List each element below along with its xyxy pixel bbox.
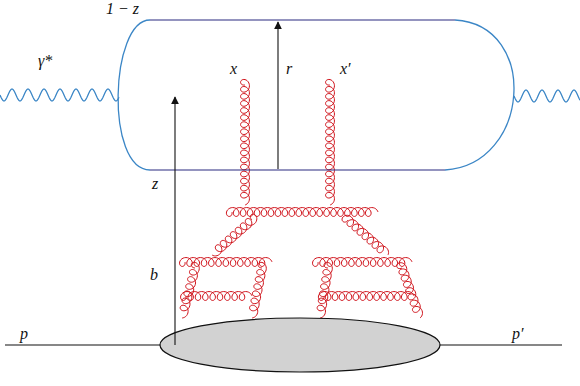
momentum-fraction: z	[152, 175, 158, 193]
gluon-line	[317, 262, 332, 318]
dipole-size-arrow	[277, 22, 278, 169]
proton-label: p	[20, 325, 28, 343]
quark-line	[150, 169, 445, 170]
photon-line	[0, 89, 119, 101]
proton-label: p′	[512, 325, 524, 343]
impact-parameter: b	[150, 266, 158, 284]
gluon-position: x′	[340, 60, 351, 78]
proton-blob	[160, 318, 440, 372]
gluon-line	[181, 292, 252, 301]
impact-parameter-arrow	[174, 97, 175, 345]
gluon-line	[342, 215, 389, 255]
gluon-line	[226, 208, 378, 217]
gluon-position: x	[230, 60, 237, 78]
quark-line	[150, 19, 455, 20]
photon-line	[514, 90, 580, 102]
gluon-line	[326, 79, 335, 205]
photon-symbol: γ*	[38, 52, 52, 70]
momentum-fraction: 1 − z	[106, 0, 139, 18]
gluon-line	[180, 262, 199, 318]
gluon-line	[241, 79, 250, 205]
proton-line	[5, 344, 162, 345]
gluon-line	[250, 262, 267, 318]
gluon-line	[318, 292, 414, 301]
gluon-line	[212, 214, 257, 256]
gluon-line	[397, 263, 423, 318]
dipole-size: r	[286, 60, 292, 78]
proton-line	[438, 344, 562, 345]
quark-line	[118, 20, 150, 170]
quark-line	[445, 20, 514, 170]
